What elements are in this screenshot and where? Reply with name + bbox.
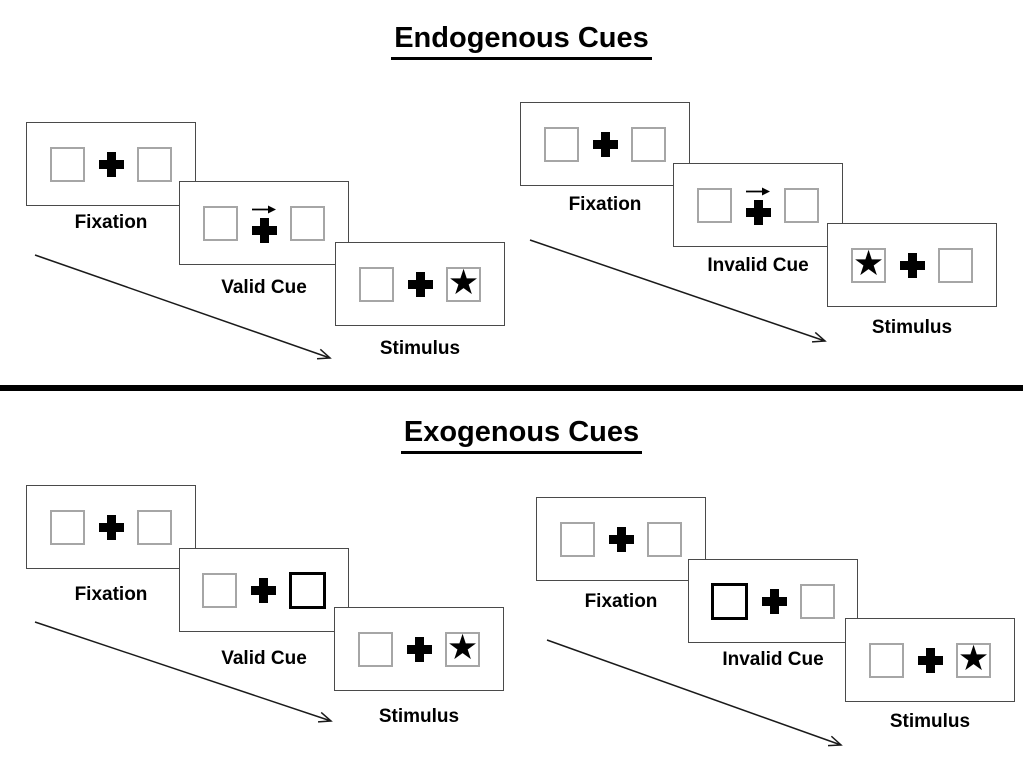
- section-title-text: Exogenous Cues: [400, 416, 643, 454]
- screen-card-stimulus: ★: [845, 618, 1015, 702]
- screen-card-fixation: [26, 122, 196, 206]
- left-box: [697, 187, 732, 223]
- center-area: [98, 123, 124, 205]
- center-area: [761, 560, 787, 642]
- step-label: Fixation: [74, 584, 148, 605]
- screen-card-invalid-cue: [688, 559, 858, 643]
- right-box: ★: [446, 262, 481, 303]
- center-area: [745, 164, 771, 246]
- right-box: [647, 521, 682, 557]
- left-box: [869, 642, 904, 678]
- screen-card-invalid-cue: [673, 163, 843, 247]
- center-area: [251, 182, 277, 264]
- left-box: [202, 572, 237, 608]
- center-area: [899, 224, 925, 306]
- right-box: [631, 126, 666, 162]
- left-box: [359, 266, 394, 302]
- timeline-arrow: [546, 639, 843, 747]
- step-label: Fixation: [74, 212, 148, 233]
- right-box: [784, 187, 819, 223]
- center-area: [406, 608, 432, 690]
- step-label: Valid Cue: [221, 277, 307, 298]
- left-box: [560, 521, 595, 557]
- fixation-cross-icon: [592, 131, 618, 157]
- right-box: [137, 509, 172, 545]
- step-label: Stimulus: [871, 317, 953, 338]
- right-arrow-icon: [252, 205, 276, 213]
- fixation-cross-icon: [250, 577, 276, 603]
- right-box-highlighted: [289, 571, 326, 609]
- left-box: [50, 509, 85, 545]
- timeline-arrow: [34, 621, 333, 723]
- center-area: [250, 549, 276, 631]
- fixation-cross-icon: [407, 271, 433, 297]
- step-label: Stimulus: [378, 706, 460, 727]
- left-box: [203, 205, 238, 241]
- screen-card-valid-cue: [179, 181, 349, 265]
- star-icon: ★: [446, 627, 479, 668]
- left-box: [358, 631, 393, 667]
- screen-card-stimulus: ★: [827, 223, 997, 307]
- center-area: [608, 498, 634, 580]
- screen-card-stimulus: ★: [334, 607, 504, 691]
- section-title-text: Endogenous Cues: [391, 22, 652, 60]
- step-label: Stimulus: [889, 711, 971, 732]
- center-area: [98, 486, 124, 568]
- screen-card-fixation: [536, 497, 706, 581]
- fixation-cross-icon: [98, 151, 124, 177]
- left-box: [544, 126, 579, 162]
- right-box: ★: [956, 638, 991, 679]
- fixation-cross-icon: [899, 252, 925, 278]
- fixation-cross-icon: [917, 647, 943, 673]
- screen-card-stimulus: ★: [335, 242, 505, 326]
- section-title-exogenous: Exogenous Cues: [20, 416, 1023, 454]
- step-label: Valid Cue: [221, 648, 307, 669]
- center-area: [917, 619, 943, 701]
- star-icon: ★: [957, 638, 990, 679]
- screen-card-valid-cue: [179, 548, 349, 632]
- fixation-cross-icon: [745, 199, 771, 225]
- fixation-cross-icon: [406, 636, 432, 662]
- center-area: [592, 103, 618, 185]
- right-box: [938, 247, 973, 283]
- star-icon: ★: [447, 262, 480, 303]
- step-label: Stimulus: [379, 338, 461, 359]
- right-box: [800, 583, 835, 619]
- left-box: [50, 146, 85, 182]
- fixation-cross-icon: [608, 526, 634, 552]
- timeline-arrow: [529, 239, 827, 343]
- section-title-endogenous: Endogenous Cues: [20, 22, 1023, 60]
- right-arrow-icon: [746, 187, 770, 195]
- right-box: [137, 146, 172, 182]
- center-area: [407, 243, 433, 325]
- section-divider: [0, 385, 1023, 391]
- step-label: Fixation: [584, 591, 658, 612]
- star-icon: ★: [852, 243, 885, 284]
- right-box: ★: [445, 627, 480, 668]
- step-label: Invalid Cue: [722, 649, 824, 670]
- screen-card-fixation: [520, 102, 690, 186]
- right-box: [290, 205, 325, 241]
- left-box: ★: [851, 243, 886, 284]
- fixation-cross-icon: [251, 217, 277, 243]
- step-label: Fixation: [568, 194, 642, 215]
- step-label: Invalid Cue: [707, 255, 809, 276]
- fixation-cross-icon: [98, 514, 124, 540]
- screen-card-fixation: [26, 485, 196, 569]
- left-box-highlighted: [711, 582, 748, 620]
- timeline-arrow: [34, 254, 332, 360]
- fixation-cross-icon: [761, 588, 787, 614]
